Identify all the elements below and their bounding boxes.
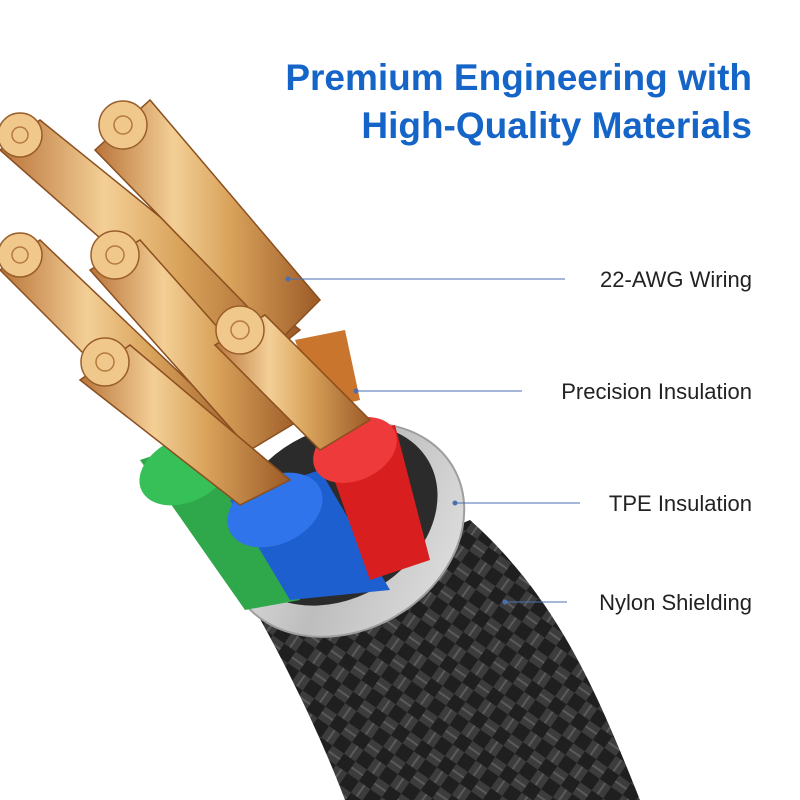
callout-precision-insulation: Precision Insulation bbox=[561, 379, 752, 404]
orange-insulation bbox=[295, 330, 360, 410]
callout-leaders bbox=[288, 278, 580, 603]
copper-strands bbox=[0, 98, 372, 506]
callout-nylon-shielding: Nylon Shielding bbox=[599, 590, 752, 615]
callout-tpe-insulation: TPE Insulation bbox=[608, 491, 752, 516]
headline-line-1: Premium Engineering with bbox=[285, 57, 752, 98]
headline-line-2: High-Quality Materials bbox=[361, 105, 752, 146]
callout-22awg-wiring: 22-AWG Wiring bbox=[600, 267, 752, 292]
